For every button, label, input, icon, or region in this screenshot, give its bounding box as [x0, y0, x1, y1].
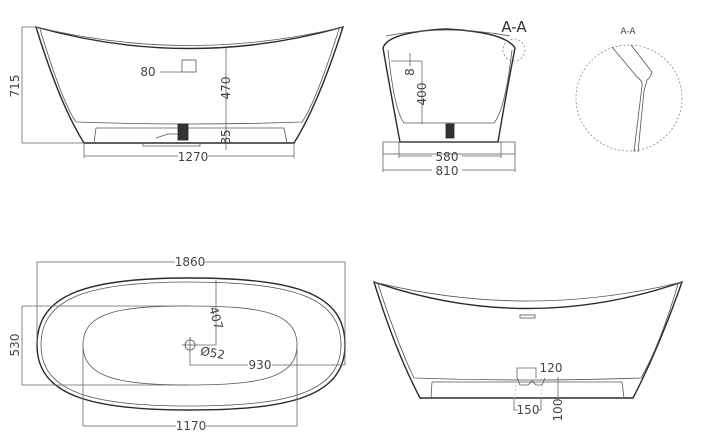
top-view-outer-rim: [36, 277, 346, 411]
rear-view-overflow-icon: [519, 314, 536, 319]
top-view: [21, 261, 346, 427]
dim-line-150: [513, 398, 542, 411]
dim-base-width: 580: [436, 150, 459, 164]
end-view-drain-icon: [445, 123, 455, 139]
rear-view: [372, 280, 684, 411]
dim-overall-width: 810: [436, 164, 459, 178]
rear-view-rim: [373, 281, 683, 302]
dim-overflow-width: 80: [140, 65, 155, 79]
dim-base-length: 1270: [178, 150, 209, 164]
dim-line-580: [398, 142, 502, 158]
dim-drain-recess-width: 120: [540, 361, 563, 375]
dim-line-407: [198, 280, 217, 346]
dim-line-530: [21, 305, 188, 386]
dim-inner-length: 1170: [176, 419, 207, 433]
detail-rim-inner: [630, 44, 653, 153]
rear-view-cutout-guides: [513, 384, 543, 406]
dim-drain-offset-x: 930: [249, 358, 272, 372]
dim-overall-height: 715: [8, 75, 22, 98]
side-view-base-notch: [142, 143, 201, 147]
drain-crosshair-icon: [182, 337, 198, 353]
dim-inner-width: 530: [8, 334, 22, 357]
side-view-tub-outline: [34, 25, 345, 144]
dim-line-1170: [82, 345, 298, 427]
detail-title: A-A: [620, 27, 636, 37]
detail-rim-outer: [611, 46, 643, 153]
rear-view-plinth: [430, 381, 625, 399]
overflow-icon: [181, 59, 197, 73]
dim-line-8-400: [391, 53, 423, 124]
rear-view-tub-outline: [372, 280, 684, 399]
dim-overall-length: 1860: [175, 255, 206, 269]
rear-view-inner-wall: [377, 283, 679, 381]
dim-line-810: [382, 154, 516, 172]
end-view-inner-wall: [387, 49, 513, 124]
dim-drain-cutout-width: 150: [517, 403, 540, 417]
dim-inner-depth: 400: [415, 83, 429, 106]
section-marker-circle: [502, 38, 526, 62]
rear-view-drain-recess: [516, 377, 546, 386]
top-view-inner-rim: [40, 281, 342, 407]
section-marker-label: A-A: [501, 18, 527, 36]
end-view-rim: [385, 29, 511, 37]
dim-drain-offset-y: 407: [206, 305, 225, 331]
dim-line-1270: [83, 143, 295, 158]
dim-line-120: [516, 367, 537, 378]
end-view: [382, 28, 526, 172]
side-view-plinth: [93, 127, 288, 144]
detail-circle: [575, 44, 683, 152]
side-view-rim-inner: [35, 26, 344, 46]
detail-view: [575, 44, 683, 153]
dim-drain-recess-height: 100: [551, 399, 565, 422]
dim-overflow-height: 470: [219, 77, 233, 100]
dim-line-930: [189, 352, 345, 366]
dim-rim-offset: 8: [403, 68, 417, 76]
dim-line-715: [21, 26, 84, 144]
drain-fitting-icon: [177, 123, 189, 141]
drain-pipe-icon: [155, 133, 178, 139]
side-view-inner-wall: [39, 28, 340, 125]
dim-base-height: 85: [219, 129, 233, 144]
side-view: [21, 25, 345, 158]
dim-line-1860: [36, 261, 346, 365]
dim-drain-diameter: Ø52: [199, 344, 226, 362]
